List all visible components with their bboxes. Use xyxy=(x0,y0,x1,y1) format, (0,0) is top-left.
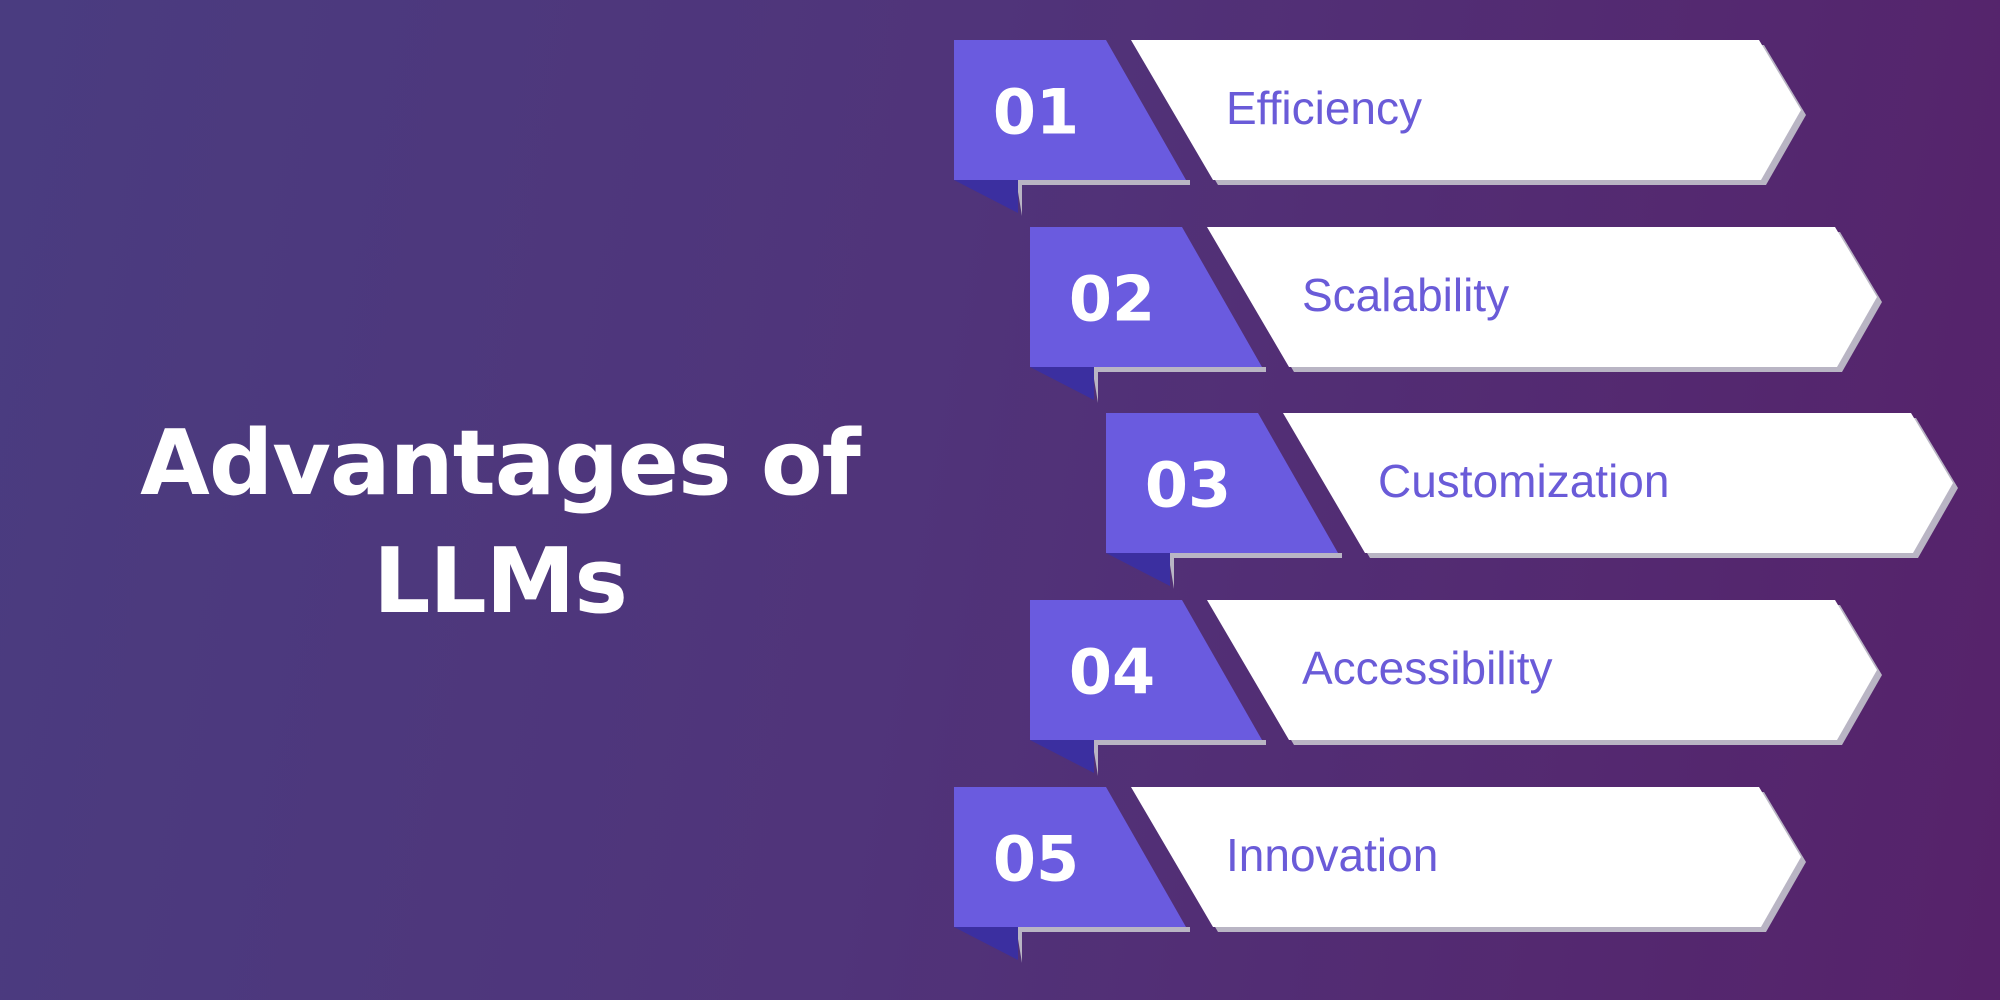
badge-shadow xyxy=(1016,180,1190,216)
item-label: Efficiency xyxy=(1226,82,1422,134)
title-line-1: Advantages of xyxy=(140,411,861,516)
advantage-item: 01 Efficiency xyxy=(954,40,1806,216)
badge-fold xyxy=(1106,553,1170,586)
badge xyxy=(1030,227,1262,367)
badge-shadow xyxy=(1168,553,1342,589)
advantage-item: 03 Customization xyxy=(1106,413,1958,589)
banner xyxy=(1207,227,1877,367)
advantage-item: 02 Scalability xyxy=(1030,227,1882,403)
badge-fold xyxy=(1030,367,1094,400)
item-number: 04 xyxy=(1069,636,1155,709)
item-label: Innovation xyxy=(1226,829,1438,881)
item-number: 03 xyxy=(1145,449,1231,522)
badge-shadow xyxy=(1092,367,1266,403)
banner xyxy=(1207,600,1877,740)
advantage-item: 04 Accessibility xyxy=(1030,600,1882,776)
title-line-2: LLMs xyxy=(373,529,628,634)
badge-shadow xyxy=(1092,740,1266,776)
badge-fold xyxy=(954,180,1018,213)
item-label: Scalability xyxy=(1302,269,1509,321)
item-label: Accessibility xyxy=(1302,642,1553,694)
advantage-item: 05 Innovation xyxy=(954,787,1806,963)
banner xyxy=(1131,40,1801,180)
badge xyxy=(954,787,1186,927)
badge-shadow xyxy=(1016,927,1190,963)
banner xyxy=(1131,787,1801,927)
item-number: 05 xyxy=(993,823,1079,896)
badge xyxy=(1030,600,1262,740)
page-title: Advantages of LLMs xyxy=(40,405,960,641)
badge-fold xyxy=(1030,740,1094,773)
badge-fold xyxy=(954,927,1018,960)
item-number: 02 xyxy=(1069,263,1155,336)
badge xyxy=(1106,413,1338,553)
item-label: Customization xyxy=(1378,455,1669,507)
item-number: 01 xyxy=(993,76,1079,149)
banner xyxy=(1283,413,1953,553)
badge xyxy=(954,40,1186,180)
